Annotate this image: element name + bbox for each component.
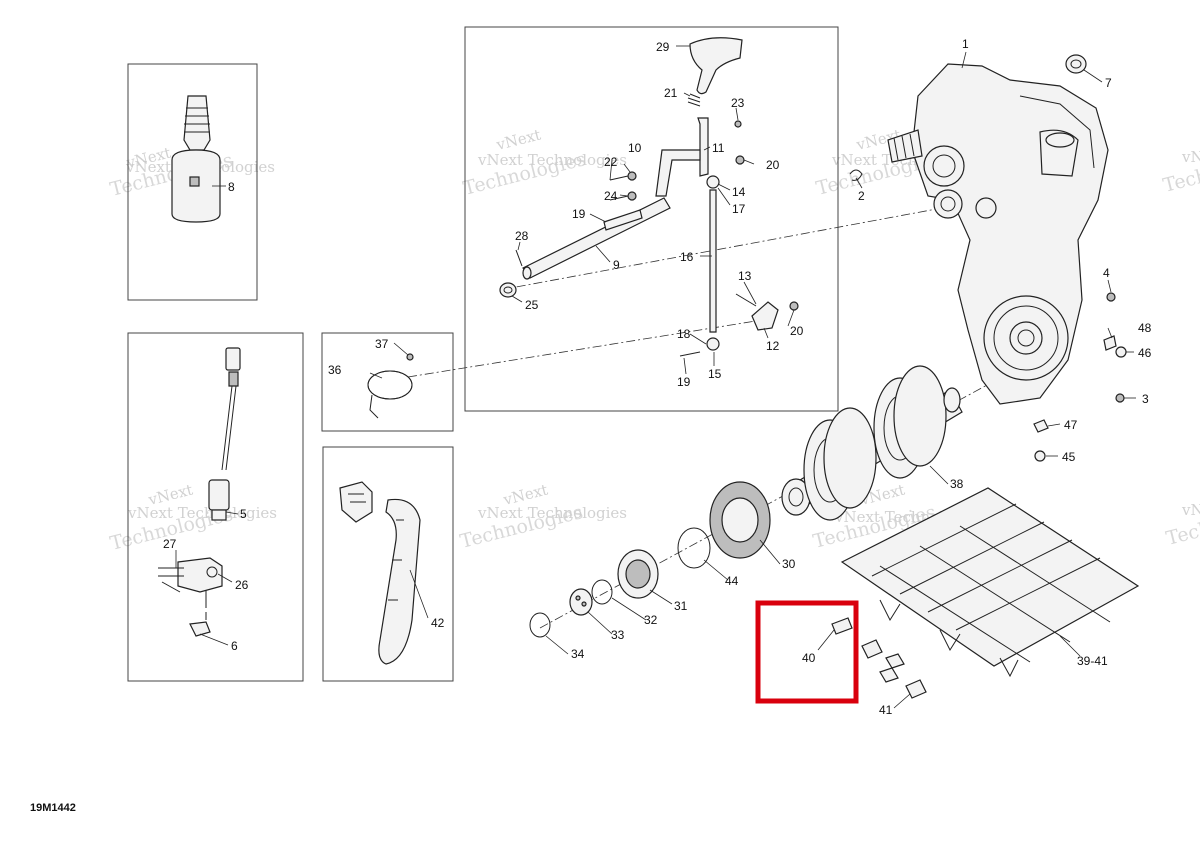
callout-20-a: 20 — [766, 158, 780, 172]
callout-31: 31 — [674, 599, 688, 613]
callout-38: 38 — [950, 477, 964, 491]
callout-4: 4 — [1103, 266, 1110, 280]
callout-14: 14 — [732, 185, 746, 199]
sealant-tube-part — [171, 95, 221, 223]
callout-41: 41 — [879, 703, 893, 717]
watermark: vNext Technologies — [477, 504, 627, 522]
shift-linkage-parts — [499, 37, 799, 357]
callout-9: 9 — [613, 258, 620, 272]
callout-28: 28 — [515, 229, 529, 243]
leader-lines — [175, 45, 1136, 709]
highlight-box — [755, 600, 859, 704]
callout-17: 17 — [732, 202, 746, 216]
callout-6: 6 — [231, 639, 238, 653]
callout-2: 2 — [858, 189, 865, 203]
callout-10: 10 — [628, 141, 642, 155]
callout-34: 34 — [571, 647, 585, 661]
callout-48: 48 — [1138, 321, 1152, 335]
callout-16: 16 — [680, 250, 694, 264]
callout-11: 11 — [712, 141, 725, 155]
callout-30: 30 — [782, 557, 796, 571]
tone-ring-part — [367, 353, 414, 419]
gearbox-housing-part — [849, 54, 1127, 462]
callout-40: 40 — [802, 651, 816, 665]
watermark: vNext Technologies — [127, 504, 277, 522]
inset-box-tone-ring — [321, 332, 454, 432]
callout-19-a: 19 — [572, 207, 586, 221]
callout-47: 47 — [1064, 418, 1078, 432]
callout-20-b: 20 — [790, 324, 804, 338]
callout-21: 21 — [664, 86, 678, 100]
sensor-assembly-part — [158, 347, 241, 637]
bearing-stack-part — [529, 481, 771, 638]
callout-42: 42 — [431, 616, 445, 630]
callout-22: 22 — [604, 155, 618, 169]
diagram-reference-code: 19M1442 — [30, 802, 76, 814]
callout-19-b: 19 — [677, 375, 691, 389]
callout-29: 29 — [656, 40, 670, 54]
callout-44: 44 — [725, 574, 739, 588]
inset-box-sensor — [127, 332, 304, 682]
callout-33: 33 — [611, 628, 625, 642]
watermark: vNext Technologies — [477, 151, 627, 169]
callout-25: 25 — [525, 298, 539, 312]
callout-5: 5 — [240, 507, 247, 521]
callout-39-41: 39-41 — [1077, 654, 1108, 668]
track-part — [840, 487, 1140, 678]
callout-23: 23 — [731, 96, 745, 110]
callout-36: 36 — [328, 363, 342, 377]
center-lines — [407, 199, 1001, 629]
watermark: vNext Technologies — [1181, 148, 1200, 166]
watermark: vNext — [494, 126, 543, 155]
guard-part — [339, 481, 421, 665]
track-clips-part — [831, 617, 927, 699]
callout-15: 15 — [708, 367, 722, 381]
callout-45: 45 — [1062, 450, 1076, 464]
callout-37: 37 — [375, 337, 389, 351]
callout-24: 24 — [604, 189, 618, 203]
callout-46: 46 — [1138, 346, 1152, 360]
drive-shaft-part — [781, 365, 963, 521]
callout-3: 3 — [1142, 392, 1149, 406]
inset-box-guard — [322, 446, 454, 682]
watermark: vNext Technologies — [1181, 501, 1200, 519]
callout-13: 13 — [738, 269, 752, 283]
callout-1: 1 — [962, 37, 969, 51]
callout-27: 27 — [163, 537, 177, 551]
callout-12: 12 — [766, 339, 780, 353]
callout-8: 8 — [228, 180, 235, 194]
callout-32: 32 — [644, 613, 658, 627]
inset-box-sealant — [127, 63, 258, 301]
inset-box-shift-linkage — [464, 26, 839, 412]
callout-7: 7 — [1105, 76, 1112, 90]
callout-18: 18 — [677, 327, 691, 341]
callout-26: 26 — [235, 578, 249, 592]
callout-labels: 1 2 3 4 5 6 7 8 9 10 11 12 13 14 15 16 1… — [163, 37, 1152, 717]
